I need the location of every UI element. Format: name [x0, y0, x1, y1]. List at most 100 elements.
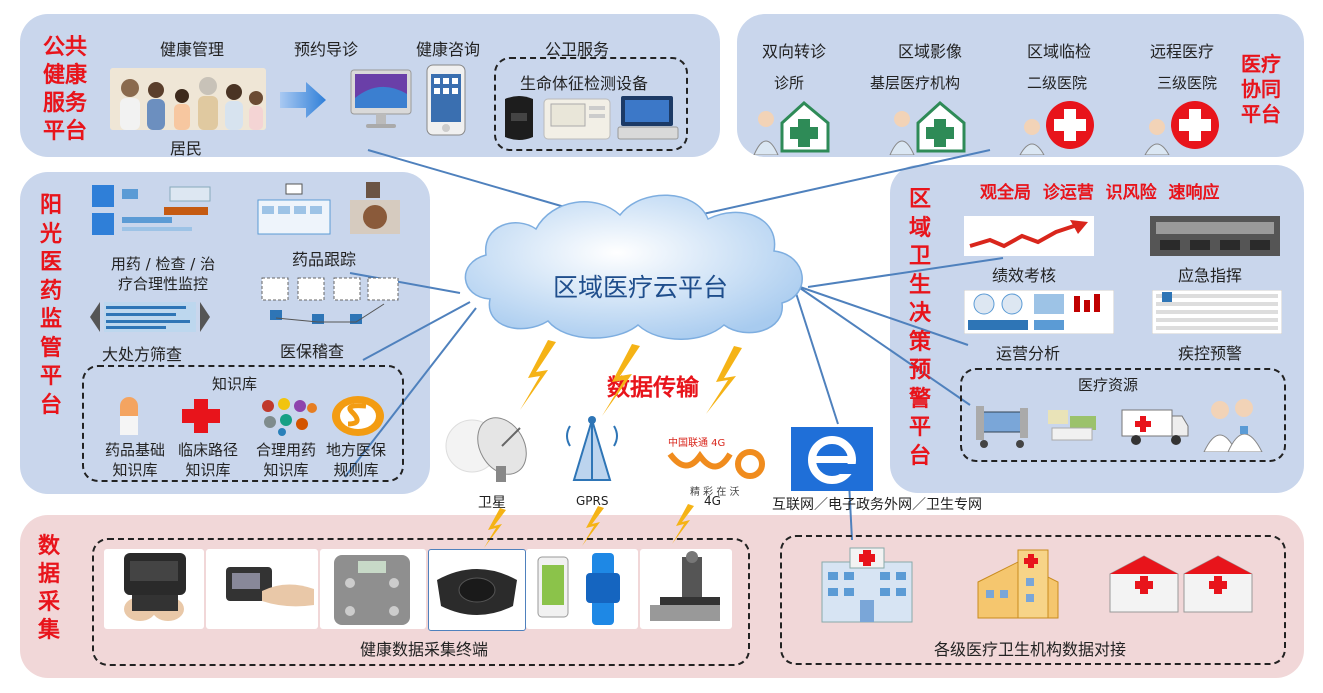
medical-staff-icon: [1203, 399, 1263, 452]
remote-medical-label: 远程医疗: [1150, 42, 1215, 61]
secondary-hospital-cross-icon: [1019, 101, 1094, 155]
vital-signs-label: 生命体征检测设备: [520, 74, 649, 93]
pill-icon: [120, 397, 138, 435]
cloud-label: 区域医疗云平台: [553, 273, 729, 302]
lightning-icon: [484, 508, 506, 548]
primary-care-label: 基层医疗机构: [870, 74, 961, 92]
flow-arrow-icon: [280, 82, 326, 118]
hospital-building-icon: [821, 547, 913, 623]
lightning-icon: [582, 506, 604, 546]
collection-title: 数 据 采 集: [37, 534, 60, 643]
body-scale-image: [320, 549, 426, 629]
lightning-icon: [706, 346, 742, 414]
handheld-device-image: [104, 549, 204, 629]
appointment-guide-label: 预约导诊: [294, 40, 359, 59]
performance-label: 绩效考核: [992, 266, 1057, 285]
clinic-building-icon: [977, 549, 1059, 619]
health-consult-label: 健康咨询: [416, 40, 481, 59]
public-health-service-label: 公卫服务: [545, 40, 610, 59]
insurance-audit-image: [261, 277, 399, 324]
decision-title: 区 域 卫 生 决 策 预 警 平 台: [908, 187, 931, 469]
regional-lab-label: 区域临检: [1027, 42, 1092, 61]
medicine-supplies-icon: [1048, 410, 1096, 441]
internet-explorer-icon: [791, 427, 873, 491]
link-insurance-audit: [362, 301, 471, 361]
unicom-wo-logo-icon: [667, 449, 765, 479]
unicom-top-label: 中国联通 4G: [668, 438, 726, 449]
big-prescription-image: [90, 302, 210, 332]
insurance-audit-label: 医保稽查: [280, 342, 345, 361]
operation-analysis-image: [964, 290, 1114, 334]
gprs-tower-icon: [566, 416, 618, 481]
ultrasound-icon: [617, 96, 679, 140]
two-way-referral-label: 双向转诊: [762, 42, 827, 61]
tertiary-hospital-cross-icon: [1144, 101, 1219, 155]
tertiary-hospital-label: 三级医院: [1157, 74, 1218, 92]
hospital-bed-icon: [976, 406, 1028, 448]
cloud-shape: [464, 194, 803, 340]
computer-monitor-icon: [350, 69, 412, 128]
medical-resources-label: 医疗资源: [1078, 376, 1139, 394]
heart-monitor-strap-image: [428, 549, 526, 631]
institutions-label: 各级医疗卫生机构数据对接: [934, 640, 1127, 659]
clinical-path-kb-label: 临床路径 知识库: [177, 441, 238, 479]
clinic-label: 诊所: [774, 74, 805, 92]
terminals-label: 健康数据采集终端: [360, 640, 489, 659]
family-photo: [110, 68, 266, 130]
wristband-icon: [505, 96, 533, 140]
institutions-group: [780, 535, 1286, 665]
terminals-group: [92, 538, 750, 666]
link-operation: [799, 286, 969, 346]
primary-care-doctor-icon: [889, 101, 966, 155]
smartphone-icon: [426, 64, 466, 136]
big-prescription-label: 大处方筛查: [102, 345, 183, 364]
ambulance-icon: [1121, 409, 1189, 445]
link-internet: [794, 289, 839, 425]
rational-drug-kb-label: 合理用药 知识库: [255, 441, 316, 479]
knowledge-base-title: 知识库: [212, 375, 258, 393]
resident-label: 居民: [170, 139, 203, 158]
link-knowledge-base: [344, 307, 477, 478]
lightning-icon: [520, 340, 556, 410]
public-health-title: 公共 健康 服务 平台: [42, 35, 87, 144]
satellite-dish-icon: [445, 417, 527, 482]
monitor-device-icon: [543, 98, 611, 140]
vital-signs-device-group: [494, 57, 688, 151]
emergency-command-image: [1150, 216, 1280, 256]
link-performance: [807, 257, 1004, 288]
lightning-icon: [672, 504, 694, 544]
secondary-hospital-label: 二级医院: [1027, 74, 1088, 92]
smart-watch-image: [526, 549, 638, 629]
rational-monitor-label: 用药 / 检查 / 治 疗合理性监控: [110, 255, 216, 293]
knowledge-base-group: [82, 365, 404, 482]
link-resources: [799, 287, 971, 406]
unicom-bottom-label: 精 彩 在 沃: [690, 487, 740, 498]
regional-imaging-label: 区域影像: [898, 42, 963, 61]
link-institutions: [848, 481, 853, 541]
disease-warning-label: 疾控预警: [1178, 344, 1243, 363]
pills-assortment-icon: [262, 398, 317, 436]
insulin-pump-image: [206, 549, 318, 629]
clinic-doctor-icon: [753, 101, 830, 155]
lightning-icon: [602, 344, 640, 416]
health-management-label: 健康管理: [160, 40, 225, 59]
gprs-label: GPRS: [576, 494, 609, 508]
medical-collab-title: 医疗 协同 平台: [1241, 52, 1281, 126]
sunshine-title: 阳 光 医 药 监 管 平 台: [39, 193, 62, 418]
link-drug-tracking: [349, 272, 461, 294]
drug-basic-kb-label: 药品基础 知识库: [104, 441, 165, 479]
satellite-label: 卫星: [478, 495, 506, 511]
drug-tracking-label: 药品跟踪: [292, 250, 357, 269]
performance-chart-image: [964, 216, 1094, 256]
hospital-pair-icon: [1109, 555, 1253, 613]
social-insurance-logo-icon: [332, 396, 384, 436]
disease-warning-image: [1152, 290, 1282, 334]
rehab-machine-image: [640, 549, 732, 629]
decision-slogan: 观全局 诊运营 识风险 速响应: [980, 183, 1220, 203]
operation-analysis-label: 运营分析: [996, 344, 1061, 363]
drug-tracking-image: [257, 182, 400, 235]
emergency-command-label: 应急指挥: [1178, 266, 1243, 285]
medical-resources-group: [960, 368, 1286, 462]
